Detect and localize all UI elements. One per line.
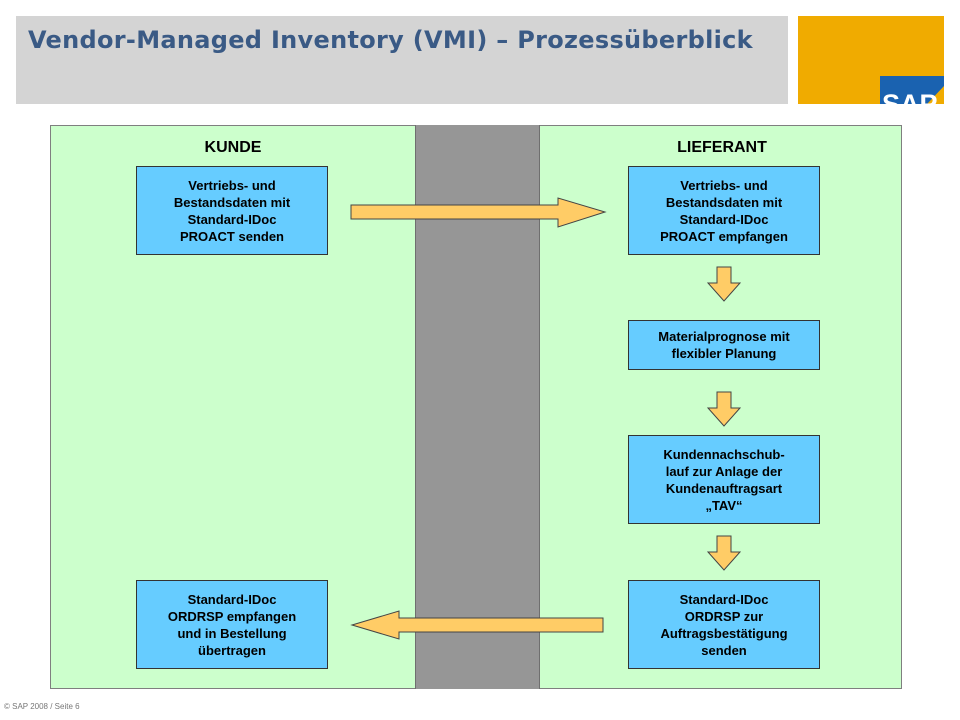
arrow-send-right <box>350 197 607 228</box>
arrow-down-3 <box>706 535 742 571</box>
lane-header-lieferant: LIEFERANT <box>677 139 767 156</box>
box-kunde-receive: Standard-IDoc ORDRSP empfangen und in Be… <box>136 580 328 669</box>
sap-logo: SAP <box>798 16 944 104</box>
arrow-return-left <box>350 610 604 640</box>
footer-copyright: © SAP 2008 / Seite 6 <box>4 702 80 711</box>
lane-header-kunde: KUNDE <box>204 139 262 156</box>
box-lieferant-confirm: Standard-IDoc ORDRSP zur Auftragsbestäti… <box>628 580 820 669</box>
box-lieferant-replenish: Kundennachschub- lauf zur Anlage der Kun… <box>628 435 820 524</box>
sap-logo-text: SAP <box>882 89 938 104</box>
slide-title: Vendor-Managed Inventory (VMI) – Prozess… <box>28 26 753 54</box>
title-bar: Vendor-Managed Inventory (VMI) – Prozess… <box>16 16 788 104</box>
box-kunde-send: Vertriebs- und Bestandsdaten mit Standar… <box>136 166 328 255</box>
arrow-down-2 <box>706 391 742 427</box>
sap-logo-icon: SAP <box>880 76 944 104</box>
arrow-down-1 <box>706 266 742 302</box>
box-lieferant-forecast: Materialprognose mit flexibler Planung <box>628 320 820 370</box>
box-lieferant-receive: Vertriebs- und Bestandsdaten mit Standar… <box>628 166 820 255</box>
